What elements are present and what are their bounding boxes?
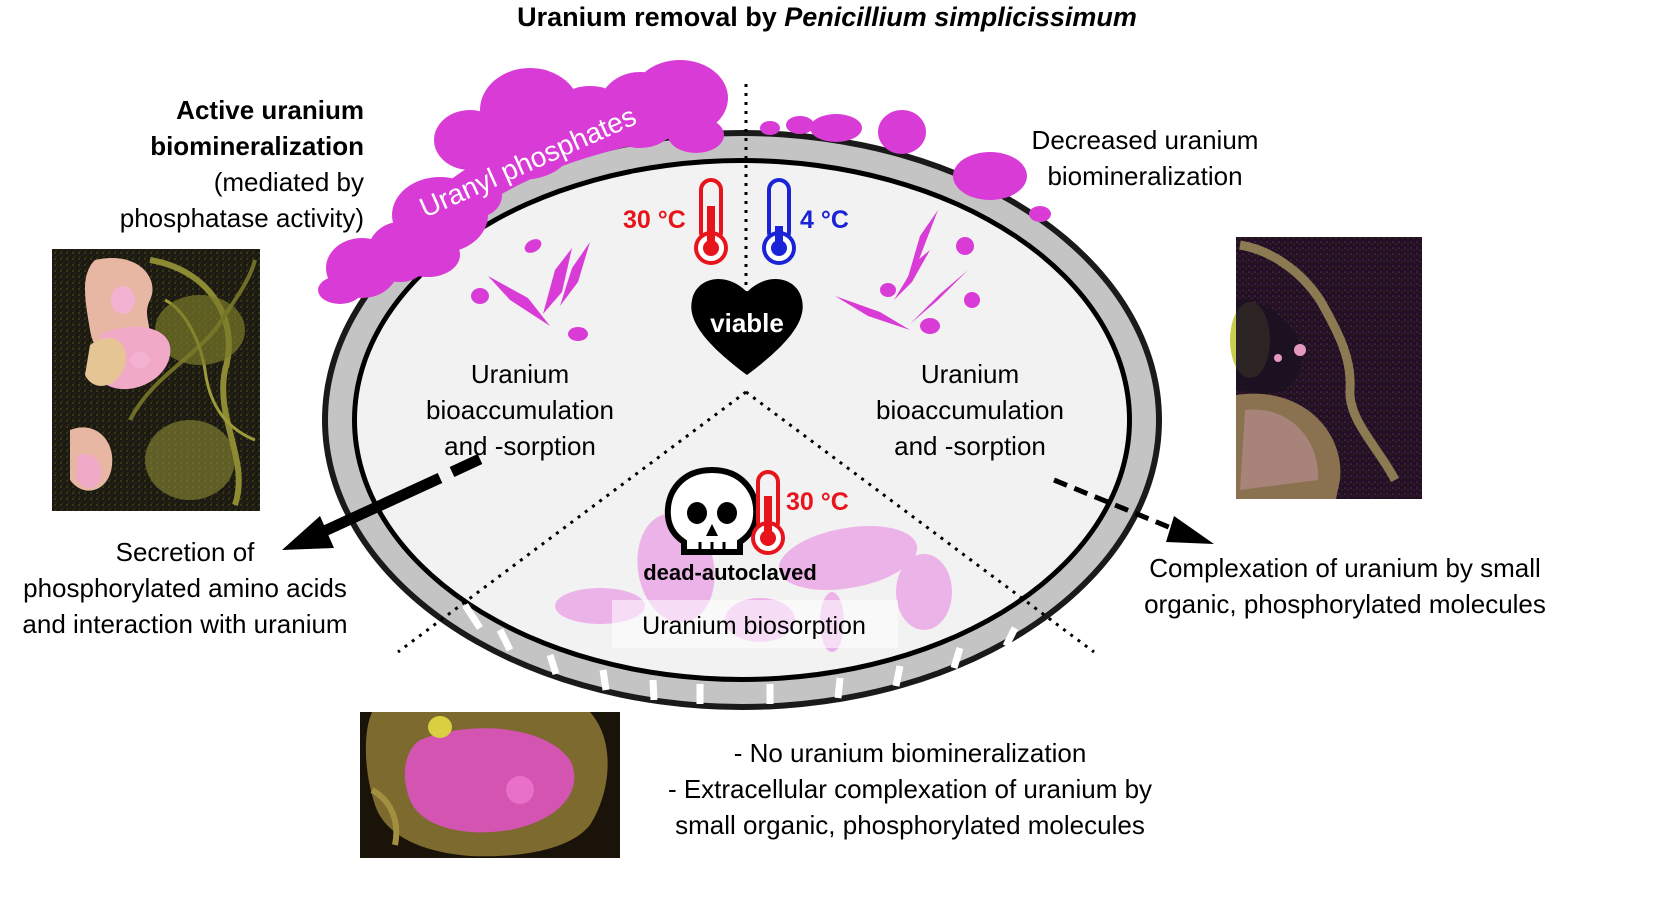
arrow-icon bbox=[1053, 477, 1214, 544]
uranyl-phosphate-cluster-left bbox=[318, 60, 728, 304]
biosorption-label-box bbox=[612, 600, 898, 648]
right-sector-line1: Uranium bbox=[920, 359, 1020, 389]
active-biomineralization-label: Active uranium biomineralization (mediat… bbox=[120, 92, 364, 236]
cell bbox=[322, 130, 1162, 710]
skull-icon bbox=[664, 466, 760, 555]
intracellular-crystals-left bbox=[471, 239, 590, 341]
decreased-line2: biomineralization bbox=[1047, 161, 1243, 191]
left-sector-line3: and -sorption bbox=[444, 431, 596, 461]
right-sector-line3: and -sorption bbox=[894, 431, 1046, 461]
active-sub-line2: phosphatase activity) bbox=[119, 203, 364, 233]
active-sub-line1: (mediated by bbox=[213, 167, 364, 197]
temp-4: 4 °C bbox=[800, 206, 849, 234]
decreased-biomineralization-label: Decreased uranium biomineralization bbox=[1000, 122, 1290, 194]
dead-notes: - No uranium biomineralization - Extrace… bbox=[630, 735, 1190, 843]
left-sector-label: Uranium bioaccumulation and -sorption bbox=[395, 356, 645, 464]
intracellular-crystals-right bbox=[835, 210, 980, 334]
thermometer-icon bbox=[694, 178, 728, 265]
complexation-line2: organic, phosphorylated molecules bbox=[1144, 589, 1546, 619]
dead-notes-line2: - Extracellular complexation of uranium … bbox=[667, 774, 1153, 804]
secretion-line1: Secretion of bbox=[115, 537, 255, 567]
cell-wall-gaps bbox=[462, 603, 1019, 704]
title-organism: Penicillium simplicissimum bbox=[784, 2, 1137, 32]
temp-30-left: 30 °C bbox=[623, 206, 686, 234]
left-sector-line1: Uranium bbox=[470, 359, 570, 389]
complexation-label: Complexation of uranium by small organic… bbox=[1110, 550, 1580, 622]
thermometer-icon bbox=[762, 178, 796, 265]
micrograph-right bbox=[1230, 237, 1422, 499]
arrow-icon bbox=[282, 454, 483, 550]
temp-30-dead: 30 °C bbox=[786, 488, 849, 516]
secretion-line2: phosphorylated amino acids bbox=[23, 573, 347, 603]
heart-icon bbox=[691, 278, 803, 375]
active-heading-line2: biomineralization bbox=[150, 131, 364, 161]
micrograph-bottom bbox=[360, 712, 620, 858]
secretion-label: Secretion of phosphorylated amino acids … bbox=[0, 534, 370, 642]
right-sector-label: Uranium bioaccumulation and -sorption bbox=[845, 356, 1095, 464]
micrograph-left bbox=[52, 249, 260, 511]
sector-dividers bbox=[397, 84, 1095, 654]
viable-label: viable bbox=[710, 308, 784, 338]
active-heading-line1: Active uranium bbox=[176, 95, 364, 125]
uranyl-phosphate-cluster-right bbox=[760, 110, 1051, 222]
right-sector-line2: bioaccumulation bbox=[876, 395, 1064, 425]
biosorption-label: Uranium biosorption bbox=[642, 612, 866, 640]
thermometer-icon bbox=[751, 470, 785, 555]
decreased-line1: Decreased uranium bbox=[1031, 125, 1259, 155]
dead-notes-line3: small organic, phosphorylated molecules bbox=[675, 810, 1145, 840]
dead-autoclaved-label: dead-autoclaved bbox=[643, 560, 817, 585]
complexation-line1: Complexation of uranium by small bbox=[1149, 553, 1541, 583]
dead-notes-line1: - No uranium biomineralization bbox=[733, 738, 1087, 768]
title-prefix: Uranium removal by bbox=[517, 2, 785, 32]
left-sector-line2: bioaccumulation bbox=[426, 395, 614, 425]
secretion-line3: and interaction with uranium bbox=[22, 609, 348, 639]
page-title: Uranium removal by Penicillium simplicis… bbox=[0, 2, 1654, 33]
